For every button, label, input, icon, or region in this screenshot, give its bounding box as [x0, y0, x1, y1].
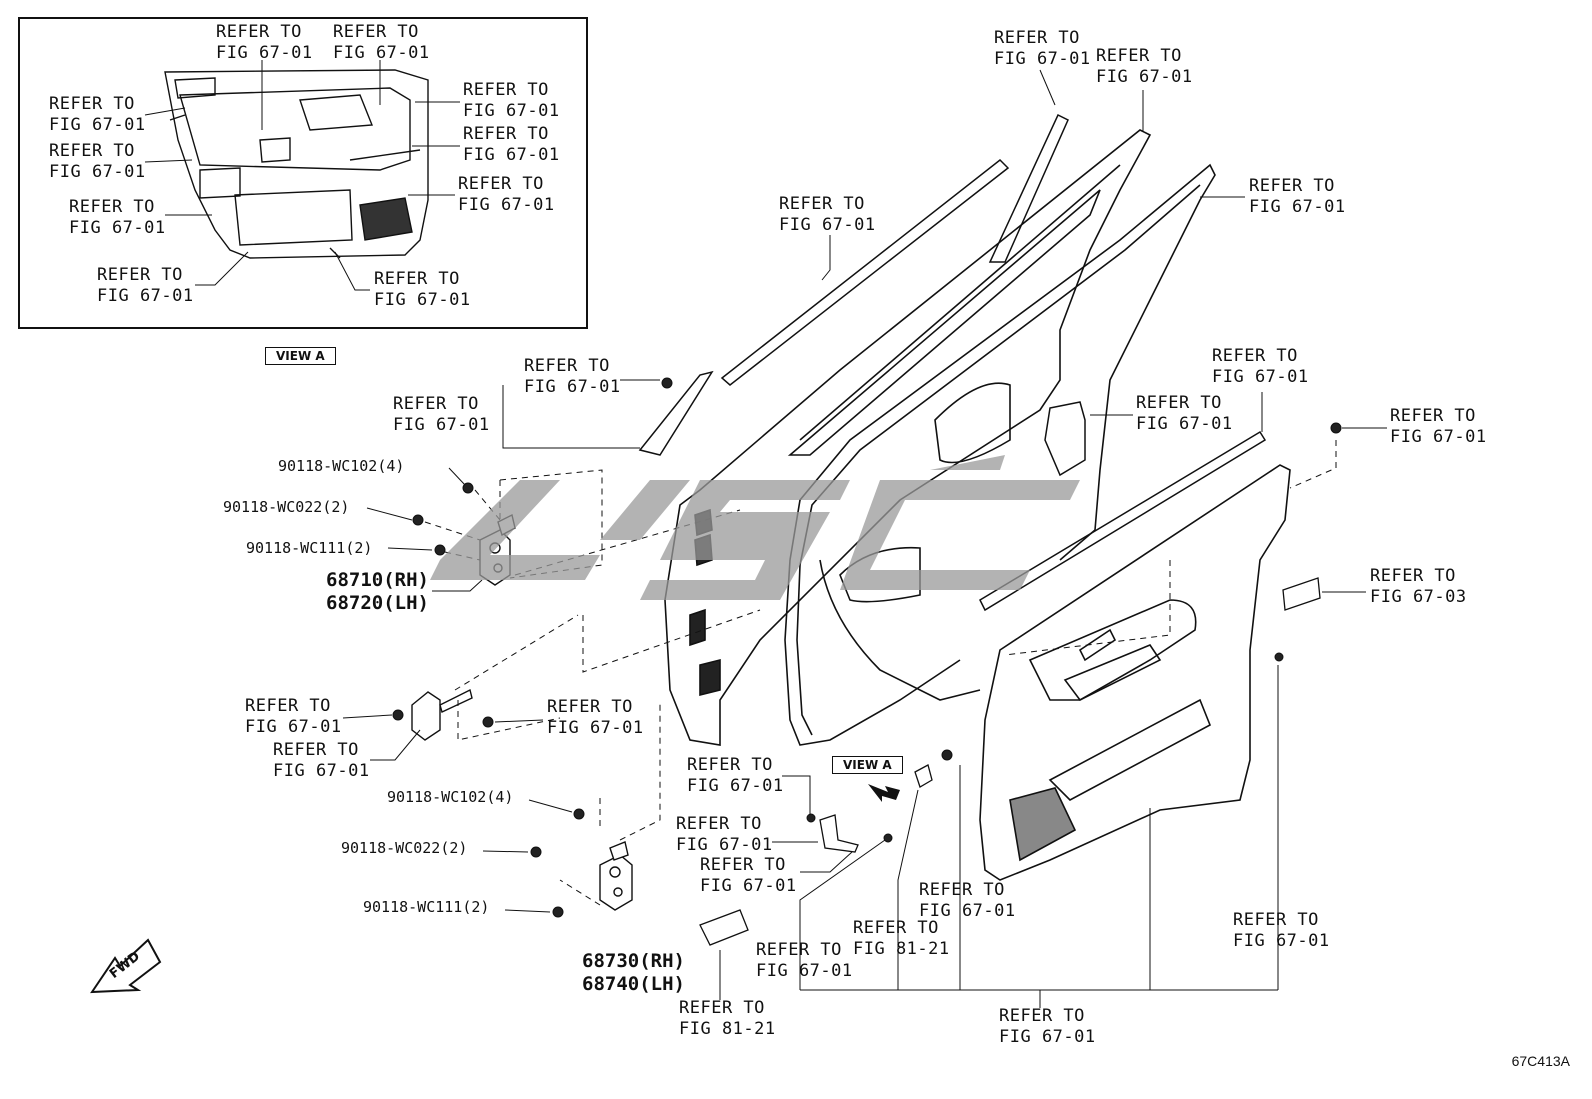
belt-moulding: [979, 430, 1267, 612]
label-fig-81-21-mid: REFER TO FIG 81-21: [853, 918, 950, 959]
part-number-wc102-lower: 90118-WC102(4): [387, 788, 514, 806]
inset-label-left-3: REFER TO FIG 67-01: [69, 197, 166, 238]
label-corner-cover: REFER TO FIG 67-01: [393, 394, 490, 435]
inset-label-bottom-right: REFER TO FIG 67-01: [374, 269, 471, 310]
fwd-arrow: [90, 938, 162, 994]
label-belt-molding: REFER TO FIG 67-01: [1212, 346, 1309, 387]
diagram-code: 67C413A: [1511, 1053, 1570, 1069]
label-bracket-nut: REFER TO FIG 67-01: [687, 755, 784, 796]
view-a-inset-frame: [18, 17, 588, 329]
label-check-bolt: REFER TO FIG 67-01: [245, 696, 342, 737]
label-weatherstrip: REFER TO FIG 67-01: [1249, 176, 1346, 217]
label-window-molding: REFER TO FIG 67-01: [779, 194, 876, 235]
label-trim-bottom: REFER TO FIG 67-01: [999, 1006, 1096, 1047]
view-a-tag-main: VIEW A: [832, 756, 903, 774]
part-number-wc111-upper: 90118-WC111(2): [246, 539, 373, 557]
watermark-logo: [430, 455, 1080, 600]
inset-label-right-2: REFER TO FIG 67-01: [463, 124, 560, 165]
main-leaders: [342, 69, 1387, 1008]
window-moldings: [638, 113, 1086, 477]
label-trim-clip-b: REFER TO FIG 67-01: [756, 940, 853, 981]
label-trim-board: REFER TO FIG 67-01: [1233, 910, 1330, 951]
fasteners: [392, 377, 1342, 918]
label-corner-clip: REFER TO FIG 67-01: [524, 356, 621, 397]
inset-label-left-1: REFER TO FIG 67-01: [49, 94, 146, 135]
small-parts: [699, 577, 1321, 946]
door-check: [411, 688, 473, 741]
door-trim-board: [979, 464, 1291, 881]
door-inner-panel: [664, 129, 1152, 746]
label-bracket: REFER TO FIG 67-01: [676, 814, 773, 855]
label-check-screw: REFER TO FIG 67-01: [547, 697, 644, 738]
inset-label-right-1: REFER TO FIG 67-01: [463, 80, 560, 121]
label-fig-81-21-lower: REFER TO FIG 81-21: [679, 998, 776, 1039]
label-trim-screw: REFER TO FIG 67-01: [1390, 406, 1487, 447]
label-seal: REFER TO FIG 67-01: [1136, 393, 1233, 434]
view-a-arrow: [868, 784, 900, 802]
inset-label-left-2: REFER TO FIG 67-01: [49, 141, 146, 182]
part-number-wc102-upper: 90118-WC102(4): [278, 457, 405, 475]
label-outer-molding-2: REFER TO FIG 67-01: [1096, 46, 1193, 87]
view-a-tag-inset: VIEW A: [265, 347, 336, 365]
part-number-upper-hinge: 68710(RH) 68720(LH): [326, 569, 429, 614]
label-trim-clip-a: REFER TO FIG 67-01: [919, 880, 1016, 921]
inset-label-top-right: REFER TO FIG 67-01: [333, 22, 430, 63]
label-check: REFER TO FIG 67-01: [273, 740, 370, 781]
door-weatherstrip: [784, 163, 1216, 746]
part-number-wc111-lower: 90118-WC111(2): [363, 898, 490, 916]
inset-label-right-3: REFER TO FIG 67-01: [458, 174, 555, 215]
part-number-wc022-lower: 90118-WC022(2): [341, 839, 468, 857]
lower-hinge: [599, 841, 633, 911]
part-number-wc022-upper: 90118-WC022(2): [223, 498, 350, 516]
part-number-lower-hinge: 68730(RH) 68740(LH): [582, 950, 685, 995]
inset-leaders: [144, 60, 460, 291]
label-fig-67-03: REFER TO FIG 67-03: [1370, 566, 1467, 607]
inset-door-trim: [164, 69, 429, 259]
label-bracket-clip: REFER TO FIG 67-01: [700, 855, 797, 896]
inset-label-bottom-left: REFER TO FIG 67-01: [97, 265, 194, 306]
label-outer-molding-1: REFER TO FIG 67-01: [994, 28, 1091, 69]
inset-label-top-left: REFER TO FIG 67-01: [216, 22, 313, 63]
